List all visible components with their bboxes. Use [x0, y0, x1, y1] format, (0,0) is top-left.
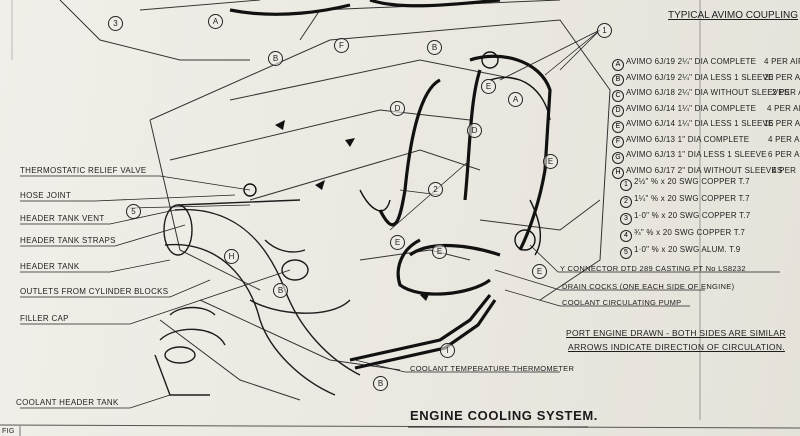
- coupling-desc: AVIMO 6J/13 1" DIA LESS 1 SLEEVE: [626, 150, 767, 159]
- callout-header-tank-straps: HEADER TANK STRAPS: [20, 236, 116, 245]
- pipe-key: 2: [620, 195, 632, 208]
- ref-bubble-h: H: [224, 249, 239, 264]
- coupling-desc: AVIMO 6J/14 1¼" DIA LESS 1 SLEEVE: [626, 119, 774, 128]
- callout-outlets-from-cylinder-blocks: OUTLETS FROM CYLINDER BLOCKS: [20, 287, 169, 296]
- ref-bubble-b: B: [273, 283, 288, 298]
- coupling-desc: AVIMO 6J/19 2¼" DIA COMPLETE: [626, 57, 757, 66]
- pipe-desc: 2½" % x 20 SWG COPPER T.7: [634, 177, 750, 186]
- callout-hose-joint: HOSE JOINT: [20, 191, 72, 200]
- diagram-title: ENGINE COOLING SYSTEM.: [410, 408, 598, 423]
- coupling-key: E: [612, 120, 624, 133]
- circulation-arrows: [275, 120, 430, 301]
- coupling-qty: 16 PER A: [764, 119, 800, 128]
- coupling-desc: AVIMO 6J/18 2¼" DIA WITHOUT SLEEVES: [626, 88, 790, 97]
- callout-y-connector: Y CONNECTOR DTD 289 CASTING PT No LS8232: [560, 264, 746, 273]
- engine-block-outline: [59, 0, 611, 401]
- ref-bubble-a: A: [208, 14, 223, 29]
- callout-coolant-header-tank: COOLANT HEADER TANK: [16, 398, 119, 407]
- callout-drain-cocks: DRAIN COCKS (ONE EACH SIDE OF ENGINE): [562, 282, 735, 291]
- coupling-key: A: [612, 58, 624, 71]
- coupling-qty: 4 PER: [772, 165, 797, 175]
- coupling-qty: 4 PER A: [768, 134, 800, 144]
- ref-bubble-f: F: [334, 38, 349, 53]
- ref-bubble-e: E: [543, 154, 558, 169]
- ref-bubble-b: B: [373, 376, 388, 391]
- left-leader-lines: [20, 175, 291, 409]
- ref-bubble-3: 3: [108, 16, 123, 31]
- ref-bubble-i: 1: [597, 23, 612, 38]
- ref-bubble-b: B: [268, 51, 283, 66]
- coupling-key: G: [612, 151, 624, 164]
- ref-bubble-d: D: [467, 123, 482, 138]
- note-port-engine: PORT ENGINE DRAWN - BOTH SIDES ARE SIMIL…: [566, 328, 786, 338]
- coupling-key: D: [612, 105, 624, 118]
- callout-coolant-circulating-pump: COOLANT CIRCULATING PUMP: [562, 298, 682, 307]
- coupling-qty: 2 PER AI: [772, 88, 800, 97]
- coupling-desc: AVIMO 6J/19 2¼" DIA LESS 1 SLEEVE: [626, 72, 774, 82]
- pipe-key: 5: [620, 246, 632, 259]
- ref-bubble-e: E: [432, 244, 447, 259]
- pipe-key: 3: [620, 212, 632, 225]
- callout-header-tank-vent: HEADER TANK VENT: [20, 214, 105, 223]
- coupling-key: B: [612, 74, 624, 87]
- ref-bubble-e: E: [390, 235, 405, 250]
- coupling-qty: 4 PER AI: [767, 103, 800, 113]
- coupling-qty: 6 PER A: [768, 150, 800, 159]
- sheet-corner-label: FIG: [2, 428, 15, 435]
- coupling-desc: AVIMO 6J/14 1¼" DIA COMPLETE: [626, 103, 757, 113]
- callout-coolant-temperature-thermometer: COOLANT TEMPERATURE THERMOMETER: [410, 364, 575, 373]
- pipe-desc: 1·0" % x 20 SWG COPPER T.7: [634, 211, 751, 220]
- ref-bubble-e: E: [481, 79, 496, 94]
- pipe-desc: ¾" % x 20 SWG COPPER T.7: [634, 228, 746, 237]
- ref-bubble-2: 2: [428, 182, 443, 197]
- coupling-qty: 20 PER AIR: [764, 72, 800, 82]
- pipe-key: 4: [620, 229, 632, 242]
- header-tank-pipe: [154, 199, 361, 396]
- coupling-desc: AVIMO 6J/13 1" DIA COMPLETE: [626, 134, 750, 144]
- coupling-qty: 4 PER AIR: [764, 57, 800, 66]
- bottom-leader-lines: [354, 29, 780, 373]
- ref-bubble-b: B: [427, 40, 442, 55]
- ref-bubble-a: A: [508, 92, 523, 107]
- coupling-key: F: [612, 136, 624, 149]
- callout-filler-cap: FILLER CAP: [20, 314, 69, 323]
- coolant-pipe-runs: [229, 0, 552, 370]
- ref-bubble-5: 5: [126, 204, 141, 219]
- coupling-legend-header: TYPICAL AVIMO COUPLING: [668, 10, 799, 21]
- pipe-key: 1: [620, 178, 632, 191]
- ref-bubble-i: I: [440, 343, 455, 358]
- note-circulation-arrows: ARROWS INDICATE DIRECTION OF CIRCULATION…: [568, 342, 785, 352]
- coupling-key: H: [612, 167, 624, 180]
- callout-thermostatic-relief-valve: THERMOSTATIC RELIEF VALVE: [20, 166, 147, 175]
- ref-bubble-d: D: [390, 101, 405, 116]
- pipe-desc: 1·0" % x 20 SWG ALUM. T.9: [634, 245, 741, 254]
- pipe-desc: 1¼" % x 20 SWG COPPER T.7: [634, 194, 750, 203]
- coupling-desc: AVIMO 6J/17 2" DIA WITHOUT SLEEVES: [626, 165, 783, 175]
- callout-header-tank: HEADER TANK: [20, 262, 80, 271]
- coupling-key: C: [612, 89, 624, 102]
- ref-bubble-e: E: [532, 264, 547, 279]
